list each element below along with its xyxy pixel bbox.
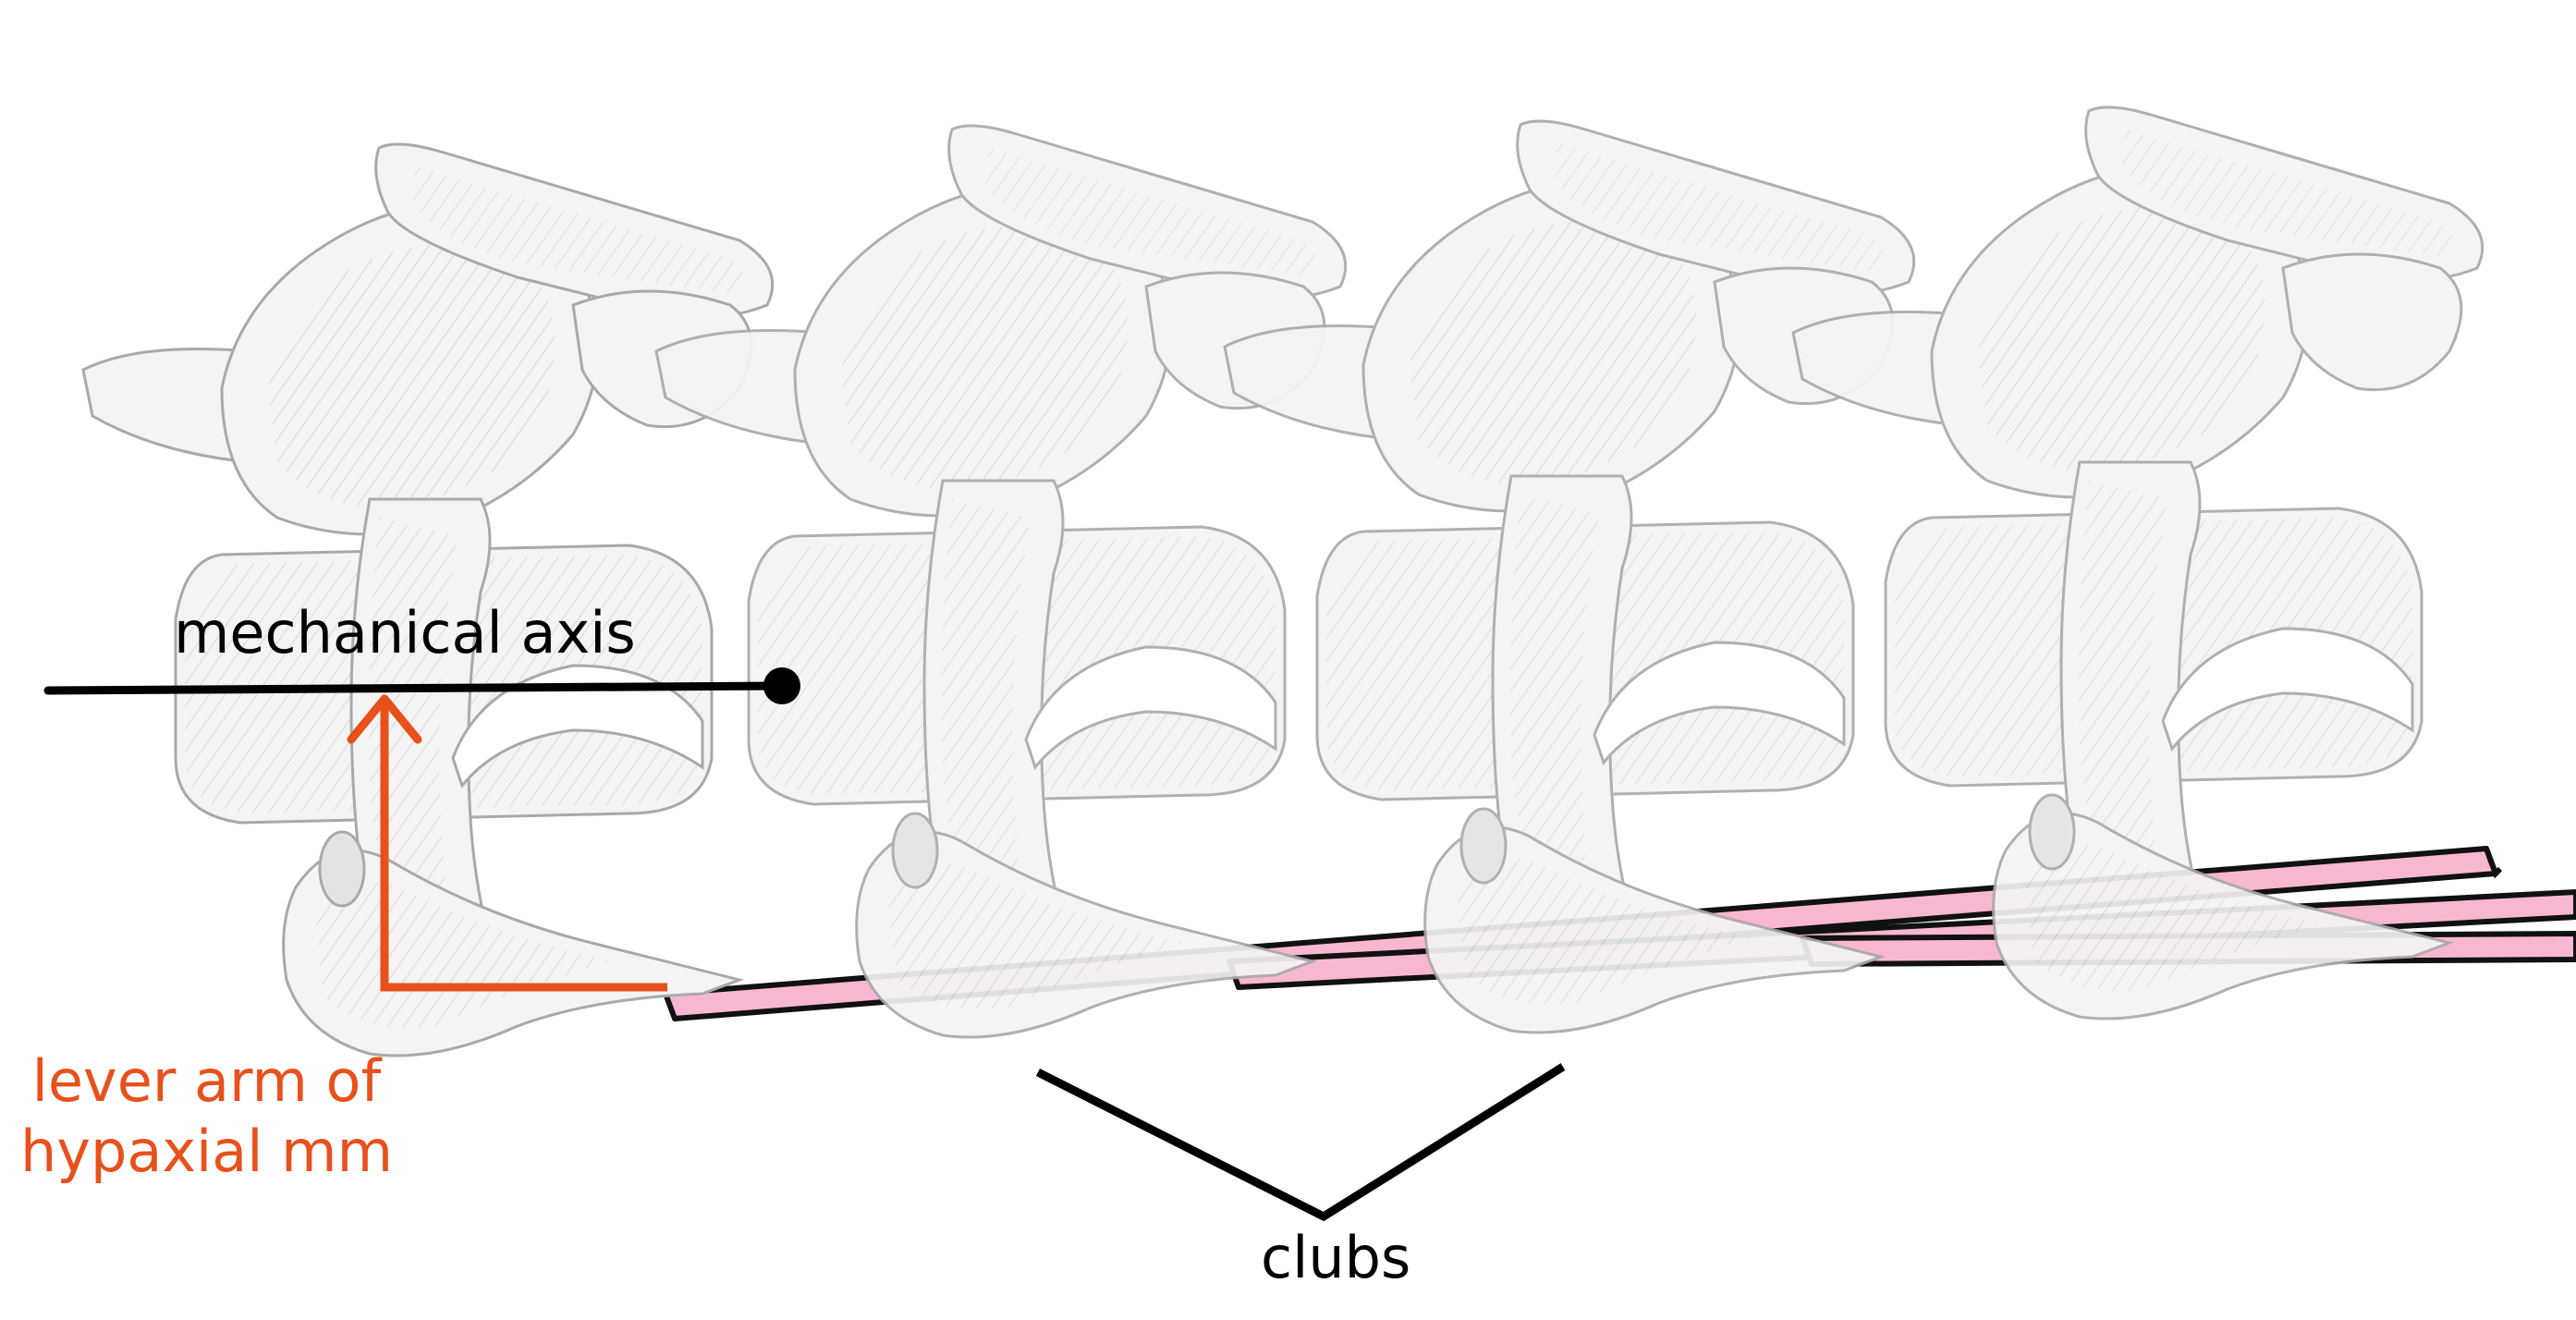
lever-arm-arrowhead — [347, 694, 422, 744]
clubs-label: clubs — [1261, 1224, 1411, 1291]
mechanical-axis-label: mechanical axis — [174, 599, 636, 666]
mechanical-axis-marker — [43, 667, 800, 704]
muscle-band-end — [2484, 847, 2503, 879]
lever-arm-label-line1: lever arm of — [31, 1047, 382, 1115]
mechanical-axis-line — [43, 681, 787, 695]
lever-arm-marker — [347, 694, 667, 992]
clubs-pointer — [1035, 1063, 1566, 1222]
lever-arm-label-line2: hypaxial mm — [20, 1117, 393, 1185]
lever-arm-label: lever arm of hypaxial mm — [20, 1046, 393, 1186]
vertebrae-group — [81, 105, 2484, 1057]
mechanical-axis-endpoint — [763, 667, 800, 704]
lever-arm-line — [380, 704, 667, 992]
